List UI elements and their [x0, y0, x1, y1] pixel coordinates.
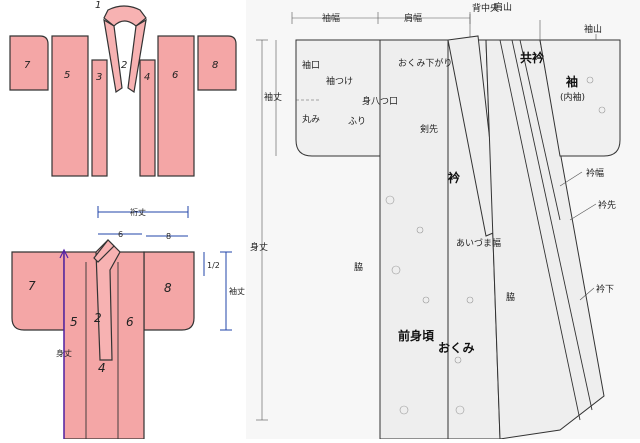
label-sode-guchi: 袖口	[302, 59, 320, 71]
fabric-pattern	[385, 76, 606, 415]
detailed-diagram-panel: 袖幅 肩幅 背中央 身丈 袖丈	[246, 0, 640, 440]
dim-half-label: 1/2	[207, 261, 220, 270]
diagram-diagonal-3	[519, 39, 561, 221]
piece-label-7: 7	[24, 60, 31, 71]
piece-3-okumi	[91, 59, 108, 177]
label-mitake: 身丈	[250, 241, 268, 253]
piece-2-collar-left	[103, 18, 123, 94]
diagram-diagonal-1	[499, 39, 581, 421]
label-sode: 袖	[566, 74, 578, 89]
label-mi-yatsu-kuchi: 身八つ口	[362, 95, 398, 107]
label-eri-shita: 衿下	[596, 283, 614, 295]
label-waki-left: 脇	[354, 262, 363, 273]
assembled-collar-top	[93, 239, 115, 263]
label-sodetake: 袖丈	[264, 91, 282, 103]
label-center-back: 背中央	[472, 2, 499, 14]
assembled-label-4: 4	[98, 361, 106, 375]
dim-sodetake-label: 袖丈	[229, 286, 245, 296]
piece-7-sleeve	[9, 35, 49, 91]
assembled-label-5: 5	[70, 315, 78, 329]
assembled-label-7: 7	[28, 279, 36, 293]
label-sode-yama: 袖山	[584, 23, 602, 35]
pattern-pieces-panel: 1 2 3 4 5 6 7 8	[9, 0, 237, 177]
assembled-label-8: 8	[164, 281, 172, 295]
label-ai-zuma-haba: あいづま幅	[456, 237, 501, 249]
label-ken-saki: 剣先	[420, 123, 438, 135]
label-eri-saki: 衿先	[598, 199, 616, 211]
piece-2-collar-right	[127, 18, 147, 94]
label-okumi: おくみ	[438, 341, 474, 355]
length-arrow-head	[59, 248, 69, 259]
piece-label-3: 3	[96, 72, 102, 83]
label-uchi-sode: (内袖)	[560, 91, 585, 103]
piece-5-body	[51, 35, 89, 177]
piece-label-6: 6	[172, 70, 178, 81]
label-shoulder-width: 肩幅	[404, 12, 422, 24]
leader-lines	[539, 20, 597, 301]
piece-1-collar-top	[103, 5, 147, 27]
assembled-label-6: 6	[126, 315, 134, 329]
piece-label-4: 4	[144, 72, 150, 83]
assembled-right-sleeve	[143, 251, 195, 331]
label-eri: 衿	[448, 170, 460, 185]
label-sleeve-width: 袖幅	[322, 12, 340, 24]
piece-label-2: 2	[121, 60, 127, 71]
label-maru-mi: 丸み	[302, 113, 320, 125]
dim-eight-label: 8	[166, 232, 171, 241]
dim-yukitake-label: 裄丈	[130, 207, 146, 217]
diagram-left-sleeve	[295, 39, 381, 157]
piece-label-1: 1	[95, 0, 101, 11]
diagram-back-panel	[485, 39, 605, 440]
dim-six-label: 6	[118, 230, 123, 239]
diagram-right-sleeve	[539, 39, 621, 157]
piece-6-body	[157, 35, 195, 177]
piece-8-sleeve	[197, 35, 237, 91]
piece-label-5: 5	[64, 70, 70, 81]
label-kata-yama: 肩山	[494, 1, 512, 13]
label-tomo-eri: 共衿	[520, 50, 544, 65]
label-sode-tsuke: 袖つけ	[326, 75, 353, 87]
label-okumi-sagari: おくみ下がり	[398, 57, 452, 69]
piece-label-8: 8	[212, 60, 218, 71]
label-waki-right: 脇	[506, 292, 515, 303]
diagram-diagonal-2	[511, 39, 593, 411]
label-eri-haba: 衿幅	[586, 167, 604, 179]
label-mae-mi-goro: 前身頃	[398, 328, 435, 343]
assembled-kimono-panel: 7 5 2 6 8 4 裄丈 6 8 1/2 袖丈 身丈	[11, 206, 245, 440]
assembled-label-2: 2	[94, 311, 102, 325]
piece-4-okumi	[139, 59, 156, 177]
assembled-left-sleeve	[11, 251, 65, 331]
label-furi: ふり	[348, 116, 366, 127]
length-label: 身丈	[56, 348, 72, 358]
